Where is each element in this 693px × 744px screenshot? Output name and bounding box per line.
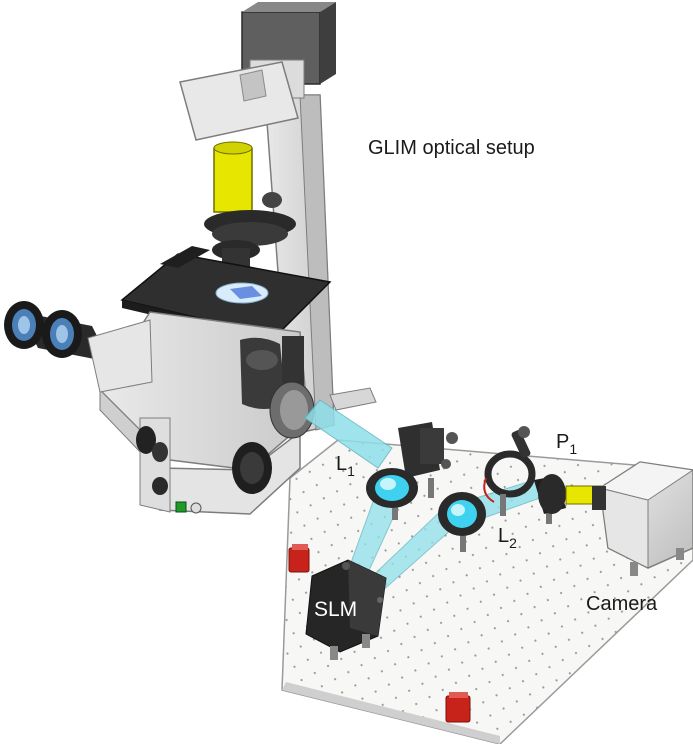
- label-camera: Camera: [586, 593, 658, 615]
- label-slm: SLM: [314, 598, 357, 621]
- table-corner-blocks: [288, 544, 471, 723]
- eyepieces: [4, 301, 153, 393]
- label-l1: L1: [336, 453, 355, 479]
- rotation-mount: [483, 426, 536, 516]
- focus-knob-small: [136, 426, 156, 454]
- slm-device: [305, 559, 387, 660]
- mirror-mount: [398, 422, 458, 498]
- microscope: [4, 2, 377, 515]
- lens-l2: [438, 492, 486, 552]
- lens-l1: [366, 468, 418, 520]
- illumination-tube: [213, 147, 253, 213]
- power-switch: [175, 501, 187, 513]
- label-l2: L2: [498, 525, 517, 551]
- diagram-title: GLIM optical setup: [368, 137, 535, 159]
- label-p1: P1: [556, 431, 577, 457]
- camera-device: [592, 461, 693, 576]
- polarizer-p1: [534, 474, 603, 524]
